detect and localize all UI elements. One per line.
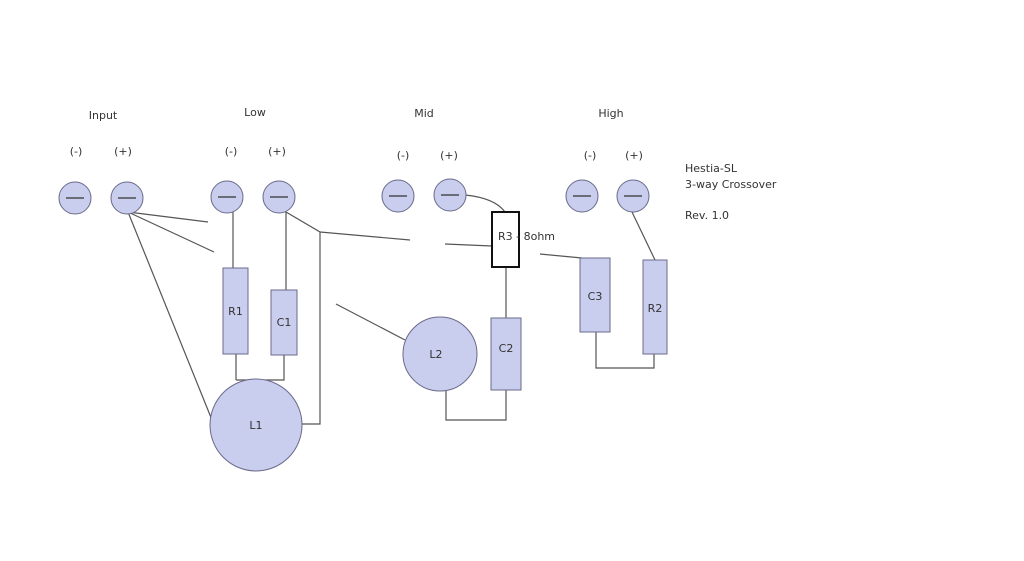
- l2-label: L2: [429, 348, 442, 361]
- wire-low-to-mid-b: [444, 243, 493, 247]
- mid-plus-label: (+): [440, 149, 458, 162]
- r2-label: R2: [648, 302, 663, 315]
- inductor-l1: L1: [209, 378, 303, 472]
- capacitor-c1: C1: [270, 289, 298, 356]
- input-minus-label: (-): [70, 145, 83, 158]
- mid-label: Mid: [414, 107, 434, 120]
- c3-label: C3: [588, 290, 603, 303]
- revision-label: Rev. 1.0: [685, 209, 729, 222]
- wire-to-c3: [539, 253, 583, 259]
- high-plus-label: (+): [625, 149, 643, 162]
- title-line1: Hestia-SL: [685, 162, 738, 175]
- terminal-high-minus: [565, 179, 599, 213]
- wire-c2-to-l2: [445, 388, 507, 421]
- c1-label: C1: [277, 316, 292, 329]
- wire-input-to-l1: [127, 211, 213, 421]
- resistor-r3: R3 - 8ohm: [491, 211, 555, 268]
- input-label: Input: [89, 109, 118, 122]
- terminal-mid-plus: [433, 178, 467, 212]
- wires: [127, 194, 656, 425]
- terminal-low-plus: [262, 180, 296, 214]
- wire-high-plus-to-r2: [631, 211, 656, 261]
- mid-minus-label: (-): [397, 149, 410, 162]
- low-minus-label: (-): [225, 145, 238, 158]
- high-label: High: [598, 107, 623, 120]
- wire-mid-plus-to-r3: [464, 194, 506, 213]
- wire-c1-to-l1: [236, 355, 285, 381]
- terminal-input-plus: [110, 181, 144, 215]
- input-plus-label: (+): [114, 145, 132, 158]
- l1-label: L1: [249, 419, 262, 432]
- r3-label: R3 - 8ohm: [498, 230, 555, 243]
- terminal-low-minus: [210, 180, 244, 214]
- wire-input-to-low-minus: [127, 211, 209, 223]
- resistor-r1: R1: [222, 267, 249, 355]
- inductor-l2: L2: [402, 316, 478, 392]
- high-minus-label: (-): [584, 149, 597, 162]
- wire-c3-to-r2: [595, 332, 655, 369]
- resistor-r2: R2: [642, 259, 668, 355]
- low-plus-label: (+): [268, 145, 286, 158]
- wire-to-l2: [335, 303, 406, 341]
- terminal-high-plus: [616, 179, 650, 213]
- wire-low-plus-to-l1: [285, 211, 321, 425]
- capacitor-c2: C2: [490, 317, 522, 391]
- wire-low-to-mid-a: [319, 231, 411, 241]
- wire-input-to-r1: [127, 211, 215, 253]
- low-label: Low: [244, 106, 266, 119]
- capacitor-c3: C3: [579, 257, 611, 333]
- terminal-input-minus: [58, 181, 92, 215]
- r1-label: R1: [228, 305, 243, 318]
- terminal-mid-minus: [381, 179, 415, 213]
- title-line2: 3-way Crossover: [685, 178, 777, 191]
- c2-label: C2: [499, 342, 514, 355]
